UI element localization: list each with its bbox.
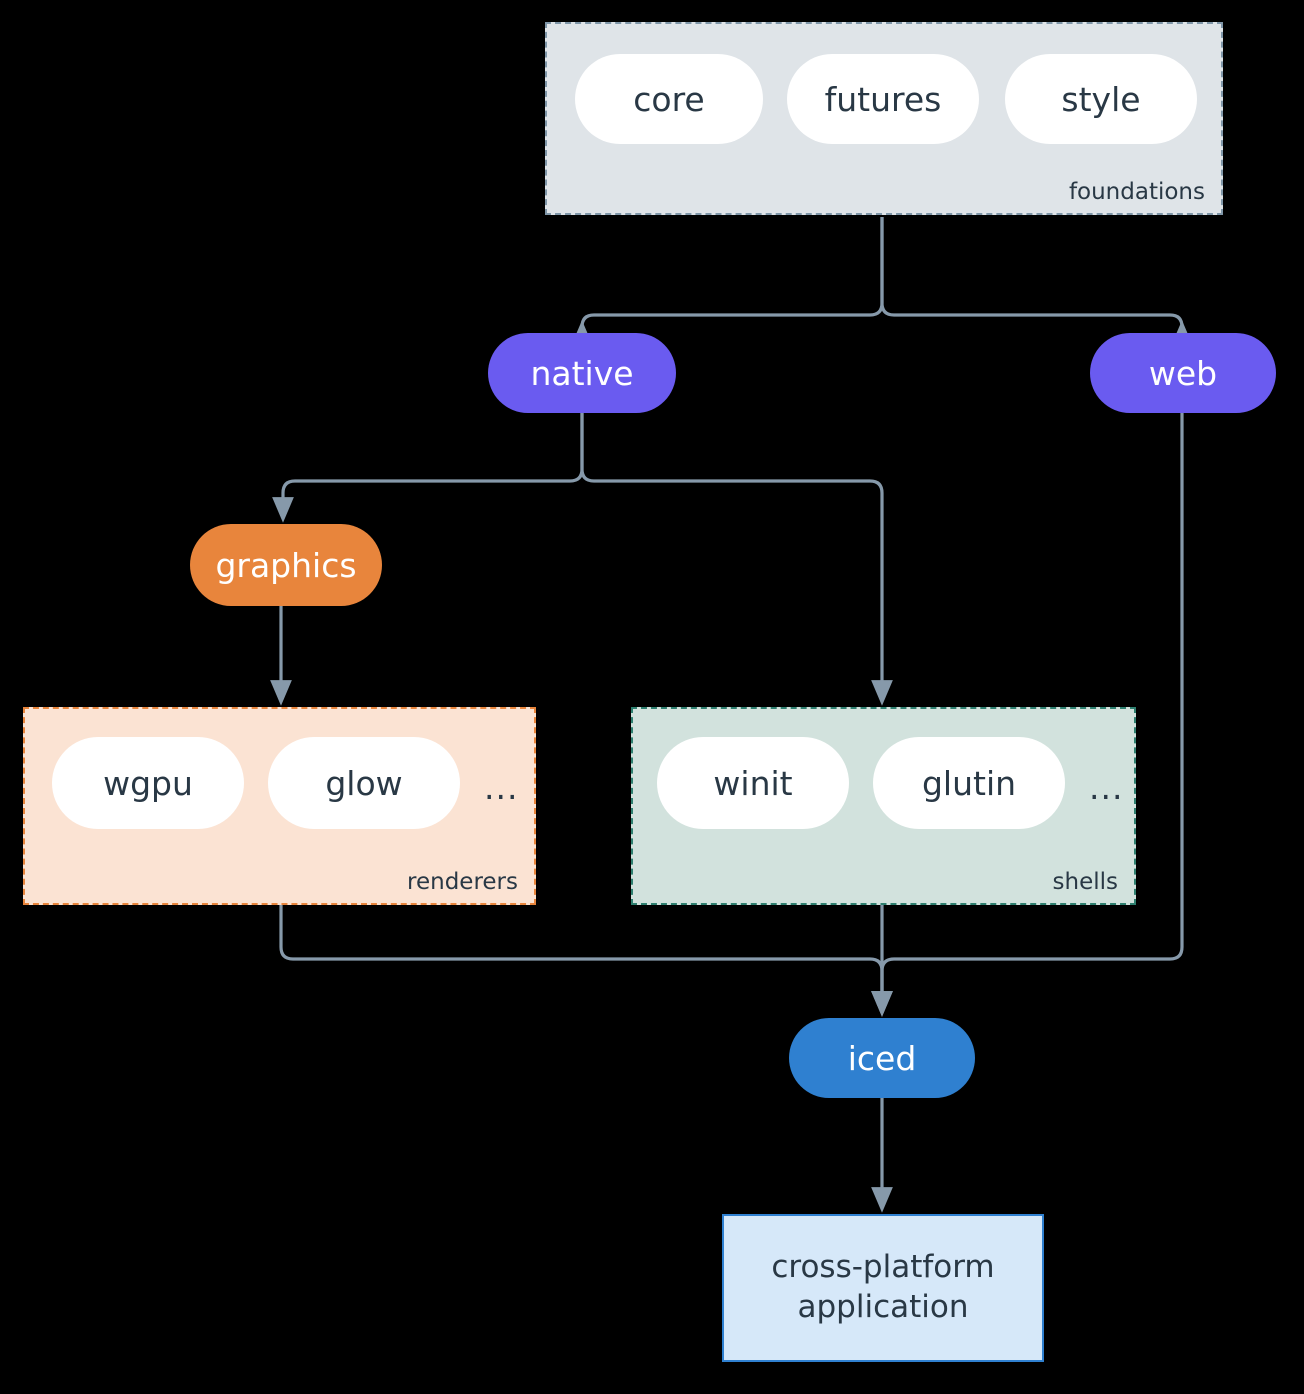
chip-wgpu[interactable]: wgpu	[52, 737, 244, 829]
node-cross-platform-application[interactable]: cross-platform application	[722, 1214, 1044, 1362]
cluster-renderers: wgpu glow ... renderers	[23, 707, 536, 905]
node-native[interactable]: native	[488, 333, 676, 413]
edge-native-to-shells	[580, 413, 893, 706]
cluster-label-renderers: renderers	[407, 869, 518, 895]
edge-native-to-graphics	[272, 413, 584, 523]
cluster-foundations: core futures style foundations	[545, 22, 1223, 215]
cluster-label-shells: shells	[1052, 869, 1118, 895]
cluster-label-foundations: foundations	[1068, 179, 1205, 205]
chip-winit[interactable]: winit	[657, 737, 849, 829]
chip-futures[interactable]: futures	[787, 54, 979, 144]
node-web[interactable]: web	[1090, 333, 1276, 413]
app-label-line2: application	[797, 1289, 969, 1325]
renderers-ellipsis: ...	[484, 768, 519, 807]
chip-glow[interactable]: glow	[268, 737, 460, 829]
edge-foundations-to-native	[571, 217, 884, 346]
node-graphics[interactable]: graphics	[190, 524, 382, 606]
cluster-shells: winit glutin ... shells	[631, 707, 1136, 905]
edge-renderers-to-iced	[279, 905, 893, 1017]
chip-glutin[interactable]: glutin	[873, 737, 1065, 829]
edge-foundations-to-web	[880, 217, 1193, 346]
chip-core[interactable]: core	[575, 54, 763, 144]
shells-ellipsis: ...	[1089, 768, 1124, 807]
app-label-line1: cross-platform	[771, 1249, 995, 1286]
node-iced[interactable]: iced	[789, 1018, 975, 1098]
chip-style[interactable]: style	[1005, 54, 1197, 144]
